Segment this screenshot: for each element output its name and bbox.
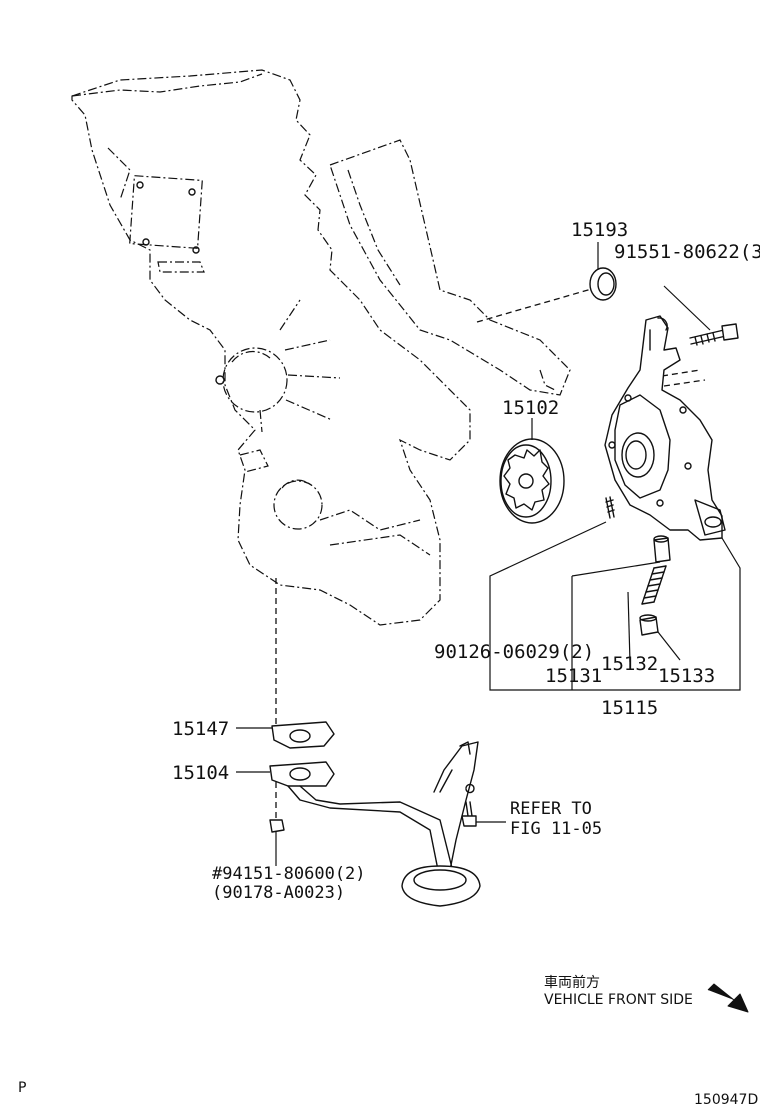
oil-strainer-15104: [269, 741, 481, 907]
arrow-down-right-icon: [707, 983, 749, 1013]
label-90178-A0023: (90178-A0023): [212, 883, 345, 903]
label-15132: 15132: [601, 653, 658, 675]
corner-mark: P: [18, 1080, 26, 1096]
label-15104: 15104: [172, 762, 229, 784]
relief-plug-15133: [639, 614, 659, 636]
oil-pump-body: [604, 315, 726, 541]
oil-seal-15193: [589, 267, 617, 301]
label-15115: 15115: [601, 697, 658, 719]
figure-code: 150947D: [694, 1092, 758, 1108]
label-94151-80600: #94151-80600(2): [212, 864, 366, 884]
direction-japanese: 車両前方: [544, 974, 600, 991]
timing-cover-outline: [71, 69, 571, 626]
refer-line-1: REFER TO: [510, 799, 592, 819]
label-91551-80622: 91551-80622(3): [614, 241, 760, 263]
label-15102: 15102: [502, 397, 559, 419]
label-90126-06029: 90126-06029(2): [434, 641, 594, 663]
label-15147: 15147: [172, 718, 229, 740]
direction-english: VEHICLE FRONT SIDE: [544, 992, 693, 1008]
label-15133: 15133: [658, 665, 715, 687]
oil-pump-rotor-15102: [499, 438, 565, 524]
leader-lines: [236, 242, 741, 866]
label-15193: 15193: [571, 219, 628, 241]
strainer-gasket-15147: [271, 721, 335, 749]
pump-pin-90126: [605, 496, 615, 519]
label-15131: 15131: [545, 665, 602, 687]
strainer-stay-bolt: [461, 801, 477, 827]
alignment-line-pump: [661, 369, 706, 387]
relief-spring-15132: [641, 565, 667, 605]
alignment-line-seal: [476, 287, 596, 323]
relief-valve-15131: [653, 535, 671, 563]
pump-bolt-91551: [689, 323, 739, 346]
refer-line-2: FIG 11-05: [510, 819, 602, 839]
strainer-nut-94151: [269, 819, 285, 833]
